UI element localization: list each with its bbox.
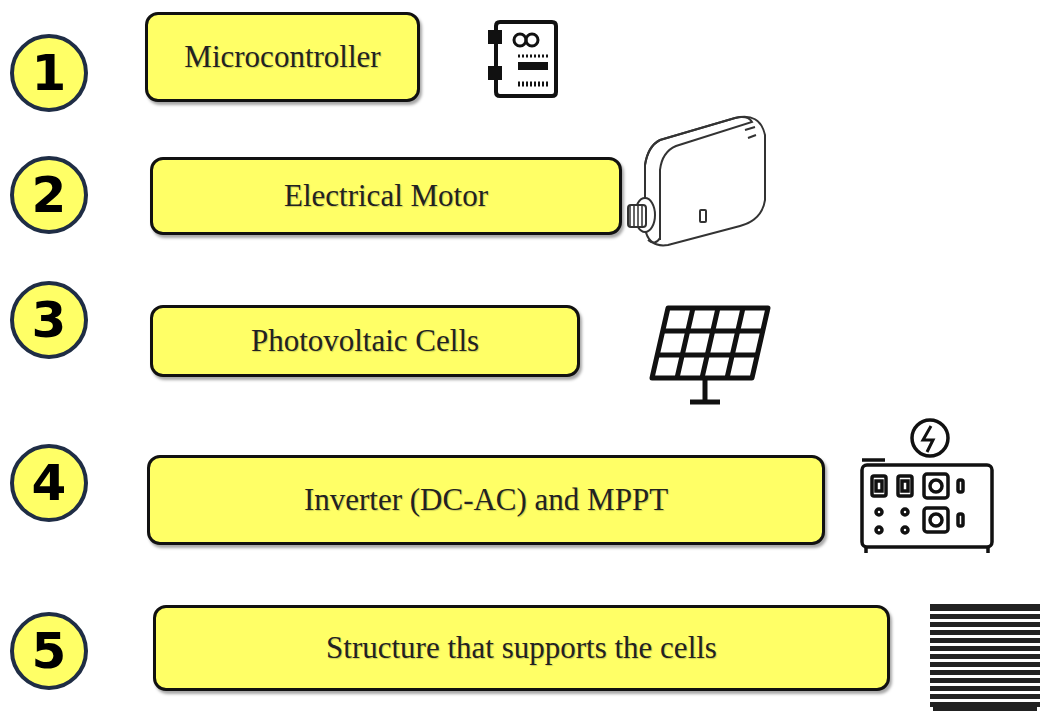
blind-bottom-rail: [933, 706, 1037, 711]
blind-slat: [930, 646, 1040, 651]
component-box: Microcontroller: [145, 12, 420, 102]
callout-number: 1: [32, 48, 67, 98]
number-circle: 5: [10, 612, 88, 690]
blind-slat: [930, 638, 1040, 643]
inverter-icon: [862, 420, 992, 553]
blind-slat: [930, 630, 1040, 635]
component-label: Electrical Motor: [284, 178, 488, 214]
number-circle: 1: [10, 34, 88, 112]
blind-slat: [930, 654, 1040, 659]
component-label: Microcontroller: [184, 39, 380, 75]
callout-number: 4: [32, 458, 67, 508]
blinds-structure-icon: [930, 604, 1040, 711]
blind-slat: [930, 622, 1040, 627]
callout-number: 2: [32, 170, 67, 220]
blind-slat: [930, 686, 1040, 691]
motor-icon: [628, 117, 765, 246]
solar-panel-icon: [652, 308, 768, 402]
component-label: Inverter (DC-AC) and MPPT: [304, 482, 668, 518]
component-box: Inverter (DC-AC) and MPPT: [147, 455, 825, 545]
blind-slat: [930, 694, 1040, 699]
blind-slat: [930, 678, 1040, 683]
component-box: Photovoltaic Cells: [150, 305, 580, 377]
number-circle: 3: [10, 281, 88, 359]
callout-number: 3: [32, 295, 67, 345]
blind-slat: [930, 662, 1040, 667]
component-label: Structure that supports the cells: [326, 630, 717, 666]
component-label: Photovoltaic Cells: [251, 323, 479, 359]
component-box: Structure that supports the cells: [153, 605, 890, 691]
microcontroller-icon: [488, 22, 556, 96]
component-box: Electrical Motor: [150, 157, 622, 235]
number-circle: 2: [10, 156, 88, 234]
number-circle: 4: [10, 444, 88, 522]
callout-number: 5: [32, 626, 67, 676]
blind-slat: [930, 670, 1040, 675]
